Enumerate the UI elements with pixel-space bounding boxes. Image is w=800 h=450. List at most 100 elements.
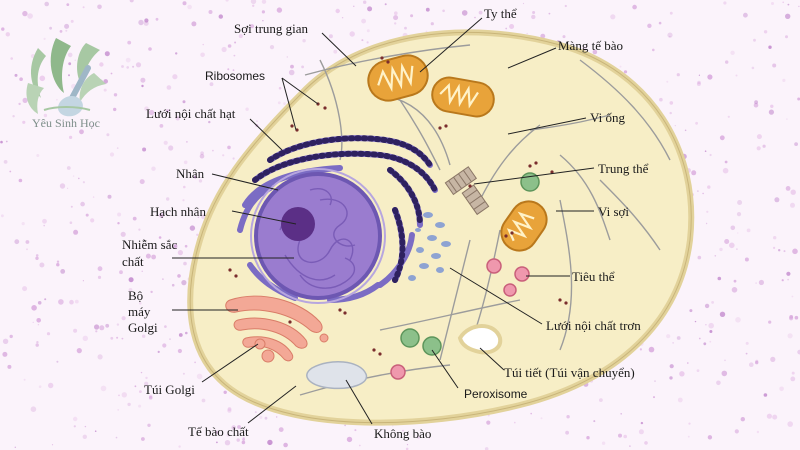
background-speckle <box>787 278 789 281</box>
background-speckle <box>623 70 628 74</box>
background-speckle <box>691 170 697 176</box>
background-speckle <box>722 167 729 174</box>
background-speckle <box>564 4 567 8</box>
background-speckle <box>158 236 162 239</box>
background-speckle <box>127 40 132 45</box>
yeu-sinh-hoc-logo <box>26 38 106 117</box>
background-speckle <box>714 255 717 257</box>
background-speckle <box>242 438 246 441</box>
background-speckle <box>208 120 211 124</box>
background-speckle <box>27 13 33 19</box>
background-speckle <box>74 299 79 304</box>
background-speckle <box>644 441 648 445</box>
background-speckle <box>121 392 128 398</box>
background-speckle <box>223 390 227 394</box>
background-speckle <box>66 3 70 6</box>
background-speckle <box>199 153 205 159</box>
background-speckle <box>132 216 137 221</box>
background-speckle <box>18 102 21 106</box>
background-speckle <box>669 101 674 105</box>
background-speckle <box>26 248 28 251</box>
background-speckle <box>184 244 188 248</box>
background-speckle <box>737 232 739 234</box>
background-speckle <box>733 279 737 283</box>
background-speckle <box>149 109 155 116</box>
background-speckle <box>669 364 674 369</box>
background-speckle <box>707 185 711 189</box>
background-speckle <box>652 48 655 52</box>
background-speckle <box>428 437 430 439</box>
nucleolus <box>281 207 315 241</box>
background-speckle <box>177 274 181 278</box>
background-speckle <box>177 250 183 256</box>
background-speckle <box>91 125 94 128</box>
background-speckle <box>103 88 107 92</box>
background-speckle <box>676 73 680 77</box>
background-speckle <box>43 37 46 41</box>
background-speckle <box>771 2 774 5</box>
background-speckle <box>159 124 164 128</box>
background-speckle <box>639 348 643 351</box>
background-speckle <box>794 142 798 147</box>
background-speckle <box>227 145 231 150</box>
background-speckle <box>677 397 683 403</box>
background-speckle <box>782 1 784 4</box>
background-speckle <box>109 152 115 157</box>
background-speckle <box>227 44 232 48</box>
background-speckle <box>684 129 687 132</box>
background-speckle <box>787 421 793 427</box>
background-speckle <box>73 416 78 422</box>
background-speckle <box>173 244 178 248</box>
background-speckle <box>68 62 72 66</box>
background-speckle <box>216 441 218 444</box>
background-speckle <box>67 52 73 58</box>
background-speckle <box>367 6 373 12</box>
background-speckle <box>36 341 39 344</box>
background-speckle <box>242 436 245 440</box>
mitochondrion-1 <box>367 54 429 102</box>
background-speckle <box>256 120 258 122</box>
background-speckle <box>181 280 187 286</box>
label-nucleus: Nhân <box>176 166 205 181</box>
background-speckle <box>707 435 713 440</box>
background-speckle <box>64 23 70 29</box>
background-speckle <box>177 348 182 354</box>
background-speckle <box>425 7 430 12</box>
background-speckle <box>42 218 47 224</box>
background-speckle <box>56 260 60 263</box>
background-speckle <box>138 19 144 26</box>
background-speckle <box>620 413 622 415</box>
background-speckle <box>231 425 236 430</box>
background-speckle <box>394 11 398 15</box>
background-speckle <box>66 166 71 170</box>
background-speckle <box>785 35 788 39</box>
background-speckle <box>269 45 275 50</box>
label-chromatin-line1: Nhiễm sắc <box>122 237 177 252</box>
background-speckle <box>746 228 751 233</box>
background-speckle <box>786 118 788 120</box>
background-speckle <box>125 57 131 63</box>
background-speckle <box>756 430 760 434</box>
background-speckle <box>76 348 82 354</box>
background-speckle <box>709 330 713 333</box>
background-speckle <box>5 140 8 143</box>
label-golgi-line2: máy <box>128 304 151 319</box>
background-speckle <box>135 62 142 68</box>
background-speckle <box>14 239 20 245</box>
background-speckle <box>18 178 23 183</box>
background-speckle <box>232 157 235 160</box>
background-speckle <box>103 79 108 84</box>
background-speckle <box>138 404 142 408</box>
background-speckle <box>218 14 223 19</box>
background-speckle <box>774 197 780 203</box>
background-speckle <box>110 336 114 340</box>
background-speckle <box>259 415 263 419</box>
background-speckle <box>768 109 775 115</box>
background-speckle <box>182 1 187 6</box>
background-speckle <box>141 84 144 88</box>
background-speckle <box>227 408 232 413</box>
background-speckle <box>548 12 551 15</box>
background-speckle <box>731 287 738 293</box>
background-speckle <box>755 282 757 284</box>
background-speckle <box>182 199 185 202</box>
